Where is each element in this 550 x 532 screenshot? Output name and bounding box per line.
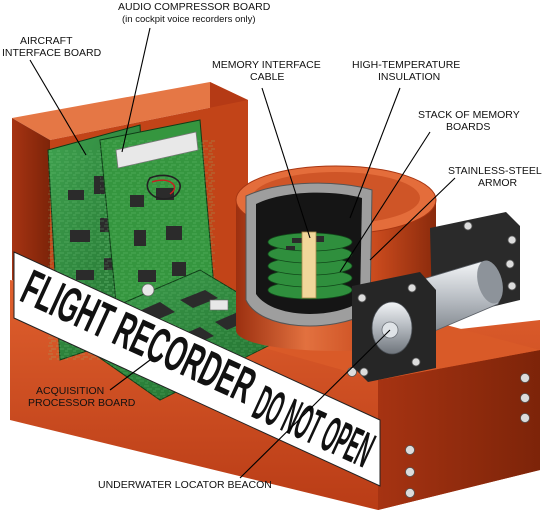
memory-interface-cable bbox=[301, 231, 317, 299]
label-audio-compressor-note: (in cockpit voice recorders only) bbox=[122, 14, 256, 25]
label-acquisition-line2: PROCESSOR BOARD bbox=[28, 397, 136, 409]
leader-lines bbox=[29, 27, 456, 479]
label-aircraft-interface-line1: AIRCRAFT bbox=[20, 35, 73, 47]
label-insulation-line1: HIGH-TEMPERATURE bbox=[352, 59, 460, 71]
label-armor-line1: STAINLESS-STEEL bbox=[448, 165, 542, 177]
label-insulation-line2: INSULATION bbox=[378, 71, 440, 83]
label-memory-stack-line2: BOARDS bbox=[446, 121, 490, 133]
label-acquisition-line1: ACQUISITION bbox=[36, 385, 104, 397]
label-memory-stack-line1: STACK OF MEMORY bbox=[418, 109, 520, 121]
underwater-locator-beacon bbox=[352, 212, 520, 382]
label-memory-interface-cable-line1: MEMORY INTERFACE bbox=[212, 59, 321, 71]
label-memory-interface-cable-line2: CABLE bbox=[250, 71, 284, 83]
label-aircraft-interface-line2: INTERFACE BOARD bbox=[2, 47, 102, 59]
label-armor-line2: ARMOR bbox=[478, 177, 518, 189]
label-underwater-locator-beacon: UNDERWATER LOCATOR BEACON bbox=[98, 479, 272, 491]
label-audio-compressor-board: AUDIO COMPRESSOR BOARD bbox=[118, 1, 271, 13]
callout-labels: AUDIO COMPRESSOR BOARD (in cockpit voice… bbox=[2, 1, 542, 491]
